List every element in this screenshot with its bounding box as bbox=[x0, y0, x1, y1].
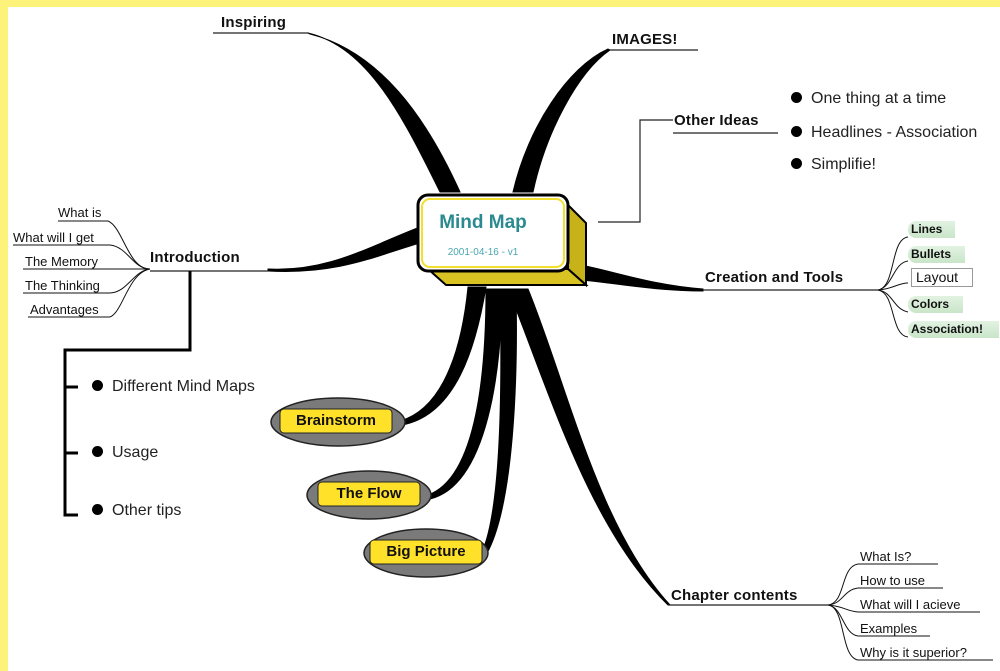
other-idea-item: Headlines - Association bbox=[791, 125, 977, 141]
creation-tag: Bullets bbox=[908, 246, 965, 263]
branch-label-inspiring: Inspiring bbox=[221, 14, 287, 31]
branch-introduction bbox=[267, 226, 421, 273]
intro-item: Advantages bbox=[30, 302, 99, 317]
other-idea-item: One thing at a time bbox=[791, 91, 946, 107]
tip-item: Usage bbox=[92, 445, 158, 461]
creation-tag: Layout bbox=[911, 268, 973, 287]
pill-the-flow: The Flow bbox=[336, 485, 402, 502]
branch-label-creation: Creation and Tools bbox=[705, 269, 844, 286]
tip-item: Other tips bbox=[92, 503, 181, 519]
chapter-item: What will I acieve bbox=[860, 597, 961, 612]
branch-chapter bbox=[507, 288, 672, 606]
intro-item: The Memory bbox=[25, 254, 98, 269]
branch-creation bbox=[569, 262, 704, 292]
creation-tag: Colors bbox=[908, 296, 963, 313]
branch-label-chapter: Chapter contents bbox=[671, 587, 798, 604]
intro-item: What will I get bbox=[13, 230, 94, 245]
branch-brainstorm bbox=[399, 286, 487, 426]
chapter-item: How to use bbox=[860, 573, 926, 588]
branch-label-other-ideas: Other Ideas bbox=[674, 112, 759, 129]
center-title: Mind Map bbox=[439, 212, 527, 233]
bullet-icon bbox=[92, 380, 103, 391]
pill-big-picture: Big Picture bbox=[386, 543, 466, 560]
bullet-icon bbox=[791, 92, 802, 103]
intro-item: The Thinking bbox=[25, 278, 100, 293]
bullet-icon bbox=[791, 126, 802, 137]
mind-map-canvas: Mind Map 2001-04-16 - v1 Inspiring IMAGE… bbox=[8, 7, 1000, 671]
branch-inspiring bbox=[307, 32, 461, 193]
creation-tag: Association! bbox=[908, 321, 999, 338]
intro-item: What is bbox=[58, 205, 102, 220]
other-idea-item: Simplifie! bbox=[791, 157, 876, 173]
bullet-icon bbox=[92, 504, 103, 515]
center-date: 2001-04-16 - v1 bbox=[447, 247, 519, 258]
mind-map-connectors bbox=[13, 32, 993, 661]
tip-item: Different Mind Maps bbox=[92, 379, 255, 395]
creation-tag: Lines bbox=[908, 221, 955, 238]
pill-shapes bbox=[270, 397, 489, 578]
branch-label-images: IMAGES! bbox=[612, 31, 678, 48]
center-box bbox=[416, 193, 589, 288]
branch-images bbox=[512, 48, 611, 193]
branch-label-introduction: Introduction bbox=[150, 249, 240, 266]
bullet-icon bbox=[92, 446, 103, 457]
chapter-item: Why is it superior? bbox=[860, 645, 967, 660]
chapter-item: What Is? bbox=[860, 549, 912, 564]
bullet-icon bbox=[791, 158, 802, 169]
chapter-item: Examples bbox=[860, 621, 918, 636]
pill-brainstorm: Brainstorm bbox=[295, 412, 377, 429]
